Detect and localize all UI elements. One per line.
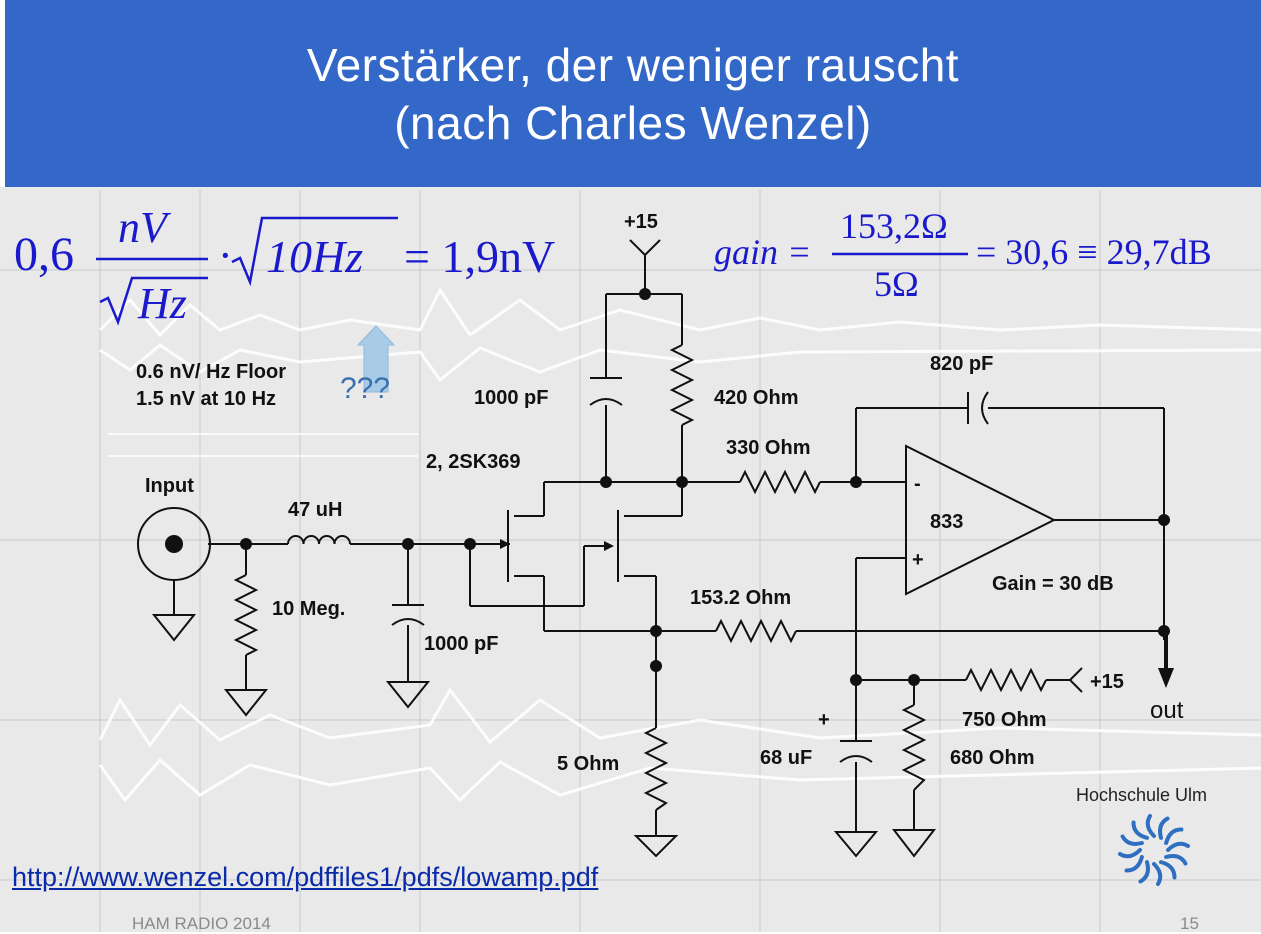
output-arrow-icon	[1158, 631, 1174, 688]
label-r-series: 330 Ohm	[726, 437, 810, 459]
question-mark: ???	[340, 372, 390, 405]
label-opamp-minus: -	[914, 473, 921, 495]
noise-den: Hz	[137, 279, 187, 328]
noise-result: = 1,9nV	[404, 231, 555, 282]
label-input: Input	[145, 475, 194, 497]
supply-top-icon	[629, 239, 661, 257]
wenzel-pdf-link[interactable]: http://www.wenzel.com/pdffiles1/pdfs/low…	[12, 862, 599, 892]
opamp-symbol	[905, 444, 1057, 596]
noise-lead: 0,6	[14, 228, 74, 281]
gain-formula: gain = 153,2Ω 5Ω = 30,6 ≡ 29,7dB	[714, 206, 1212, 304]
title-line-1: Verstärker, der weniger rauscht	[306, 38, 960, 91]
inductor-icon	[287, 535, 351, 545]
noise-sqrt-arg: 10Hz	[266, 231, 363, 282]
resistor-153-icon	[715, 618, 797, 644]
gain-result: = 30,6 ≡ 29,7dB	[976, 232, 1212, 272]
label-supply-right: +15	[1090, 671, 1124, 693]
label-r-680: 680 Ohm	[950, 747, 1034, 769]
grid	[0, 190, 1261, 932]
noise-num: nV	[118, 203, 172, 252]
label-supply-top: +15	[624, 211, 658, 233]
resistor-5-icon	[643, 727, 669, 811]
noise-formula: 0,6 nV Hz · 10Hz = 1,9nV	[14, 203, 555, 328]
ground-icons	[151, 614, 937, 858]
label-c-68: 68 uF	[760, 747, 812, 769]
resistor-10meg-icon	[233, 574, 259, 656]
up-arrow-icon	[356, 325, 396, 393]
resistor-750-icon	[965, 667, 1047, 693]
label-r-fb: 153.2 Ohm	[690, 587, 791, 609]
capacitor-68uf-icon	[839, 740, 873, 763]
resistor-330-icon	[739, 469, 821, 495]
gain-num: 153,2Ω	[840, 206, 948, 246]
page-number: 15	[1180, 914, 1199, 933]
label-out: out	[1150, 697, 1184, 724]
title-line-2: (nach Charles Wenzel)	[394, 96, 872, 149]
label-r-in: 10 Meg.	[272, 598, 345, 620]
label-opamp: 833	[930, 511, 963, 533]
junction-dots	[240, 288, 1170, 686]
label-jfet: 2, 2SK369	[426, 451, 521, 473]
label-gain: Gain = 30 dB	[992, 573, 1114, 595]
gain-label: gain =	[714, 232, 811, 272]
bnc-connector-icon	[137, 507, 211, 581]
slide-header: Verstärker, der weniger rauscht (nach Ch…	[5, 0, 1261, 187]
label-r-source: 5 Ohm	[557, 753, 619, 775]
footer-left: HAM RADIO 2014	[132, 914, 271, 933]
noise-waveform	[98, 287, 1261, 803]
capacitor-fb-icon	[967, 391, 989, 425]
label-c-top: 1000 pF	[474, 387, 548, 409]
label-c-in: 1000 pF	[424, 633, 498, 655]
logo-text: Hochschule Ulm	[1076, 785, 1208, 805]
floor-line1: 0.6 nV/ Hz Floor	[136, 361, 286, 383]
capacitor-top-icon	[589, 377, 623, 406]
label-r-750: 750 Ohm	[962, 709, 1046, 731]
label-l1: 47 uH	[288, 499, 342, 521]
resistor-420-icon	[669, 344, 695, 426]
capacitor-in-icon	[391, 604, 425, 626]
label-opamp-plus: +	[912, 549, 924, 571]
supply-right-icon	[1068, 667, 1083, 693]
noise-dot: ·	[218, 231, 233, 280]
resistor-680-icon	[901, 704, 927, 791]
hochschule-logo-icon	[1118, 814, 1190, 886]
floor-line2: 1.5 nV at 10 Hz	[136, 388, 276, 410]
gain-den: 5Ω	[874, 264, 919, 304]
label-r-drain: 420 Ohm	[714, 387, 798, 409]
label-c-fb: 820 pF	[930, 353, 993, 375]
label-c-68-plus: +	[818, 709, 830, 731]
